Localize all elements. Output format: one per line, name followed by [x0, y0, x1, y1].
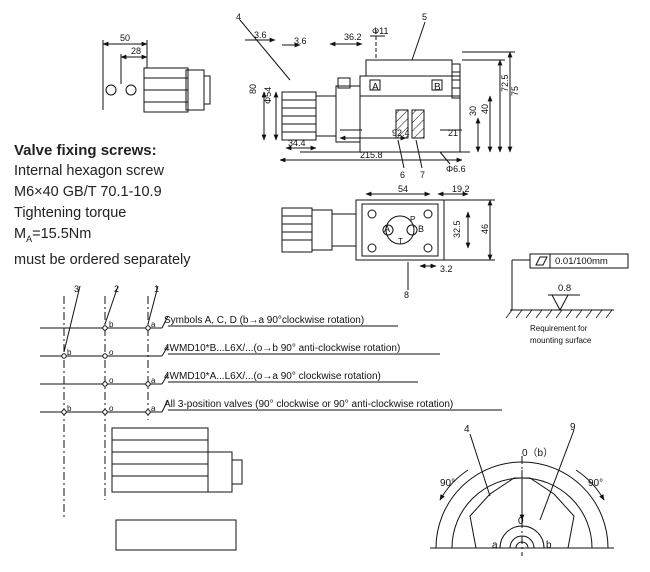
dim-215-8: 215.8 — [360, 150, 383, 160]
dim-46: 46 — [480, 224, 490, 234]
notes-line-screw-spec: M6×40 GB/T 70.1-10.9 — [14, 184, 162, 200]
notes-line-screw-type: Internal hexagon screw — [14, 163, 164, 179]
fixing-screws-notes: Valve fixing screws: Internal hexagon sc… — [14, 140, 191, 271]
dim-72-5: 72.5 — [500, 74, 510, 92]
notes-line-order: must be ordered separately — [14, 251, 191, 268]
dim-36-2: 36.2 — [344, 32, 362, 42]
callout-2: 2 — [114, 284, 119, 294]
notes-line-torque-value: MA=15.5Nm — [14, 224, 191, 250]
row3-letter-o: o — [109, 376, 114, 385]
row3-letter-a: a — [151, 376, 156, 385]
dim-75: 75 — [510, 86, 520, 96]
dim-30: 30 — [468, 106, 478, 116]
port-b-label: B — [434, 82, 441, 93]
dim-28: 28 — [131, 46, 141, 56]
dim-92-4: 92.4 — [392, 128, 410, 138]
callout-6: 6 — [400, 170, 405, 180]
row1-letter-a: a — [151, 320, 156, 329]
dim-phi54: Φ54 — [263, 87, 273, 104]
row2-letter-o: o — [109, 348, 114, 357]
callout-5: 5 — [422, 12, 427, 22]
dial-zero-b: 0（b） — [522, 447, 553, 459]
rotation-row-4: All 3-position valves (90° clockwise or … — [164, 399, 453, 410]
dim-3-6-b: 3.6 — [294, 36, 307, 46]
row2-letter-b: b — [67, 348, 72, 357]
callout-4-front: 4 — [236, 12, 241, 22]
callout-8: 8 — [404, 290, 409, 300]
rotation-schematic — [40, 285, 502, 551]
notes-line-torque-label: Tightening torque — [14, 205, 127, 221]
plan-port-a: A — [384, 224, 390, 234]
dim-19-2: 19.2 — [452, 184, 470, 194]
dial-angle-left: 90° — [440, 478, 455, 489]
callout-1: 1 — [154, 284, 159, 294]
torque-value: =15.5Nm — [32, 226, 92, 242]
dim-phi11: Φ11 — [372, 26, 389, 36]
dim-32-5: 32.5 — [452, 220, 462, 238]
dim-3-2: 3.2 — [440, 264, 453, 274]
surface-caption-1: Requirement for — [530, 324, 588, 333]
row4-letter-o: o — [109, 404, 114, 413]
torque-symbol: M — [14, 226, 27, 242]
surface-requirement — [505, 253, 629, 319]
torque-subscript: A — [26, 233, 33, 244]
rotation-row-2: 4WMD10*B...L6X/...(o→b 90° anti-clockwis… — [164, 343, 400, 354]
plan-port-b: B — [418, 224, 424, 234]
row1-letter-b: b — [109, 320, 114, 329]
dim-80: 80 — [248, 84, 258, 94]
dim-34-4: 34.4 — [288, 138, 306, 148]
flatness-tolerance: 0.01/100mm — [555, 256, 608, 267]
rotation-dial — [430, 429, 614, 556]
callout-3: 3 — [74, 284, 79, 294]
dim-21: 21 — [448, 128, 458, 138]
notes-heading: Valve fixing screws: — [14, 142, 157, 159]
dial-zero: 0 — [518, 516, 524, 527]
plan-port-t: T — [398, 237, 403, 246]
dim-3-6-a: 3.6 — [254, 30, 267, 40]
dial-b: b — [546, 540, 552, 551]
roughness-value: 0.8 — [558, 283, 571, 294]
plan-port-p: P — [410, 215, 415, 224]
dial-a: a — [492, 540, 498, 551]
surface-caption-2: mounting surface — [530, 336, 592, 345]
valve-plan-view — [281, 191, 495, 290]
rotation-row-1: Symbols A, C, D (b→a 90°clockwise rotati… — [164, 315, 364, 326]
port-a-label: A — [372, 82, 379, 93]
callout-7: 7 — [420, 170, 425, 180]
valve-front-view — [239, 19, 515, 169]
dim-40: 40 — [480, 104, 490, 114]
dim-50: 50 — [120, 33, 130, 43]
rotation-row-3: 4WMD10*A...L6X/...(o→a 90° clockwise rot… — [164, 371, 381, 382]
dim-phi6-6: Φ6.6 — [446, 164, 466, 174]
row4-letter-b: b — [67, 404, 72, 413]
row4-letter-a: a — [151, 404, 156, 413]
dial-callout-4: 4 — [464, 424, 470, 435]
dial-callout-9: 9 — [570, 422, 576, 433]
lever-side-view — [102, 40, 211, 113]
dim-54: 54 — [398, 184, 408, 194]
dial-angle-right: 90° — [588, 478, 603, 489]
